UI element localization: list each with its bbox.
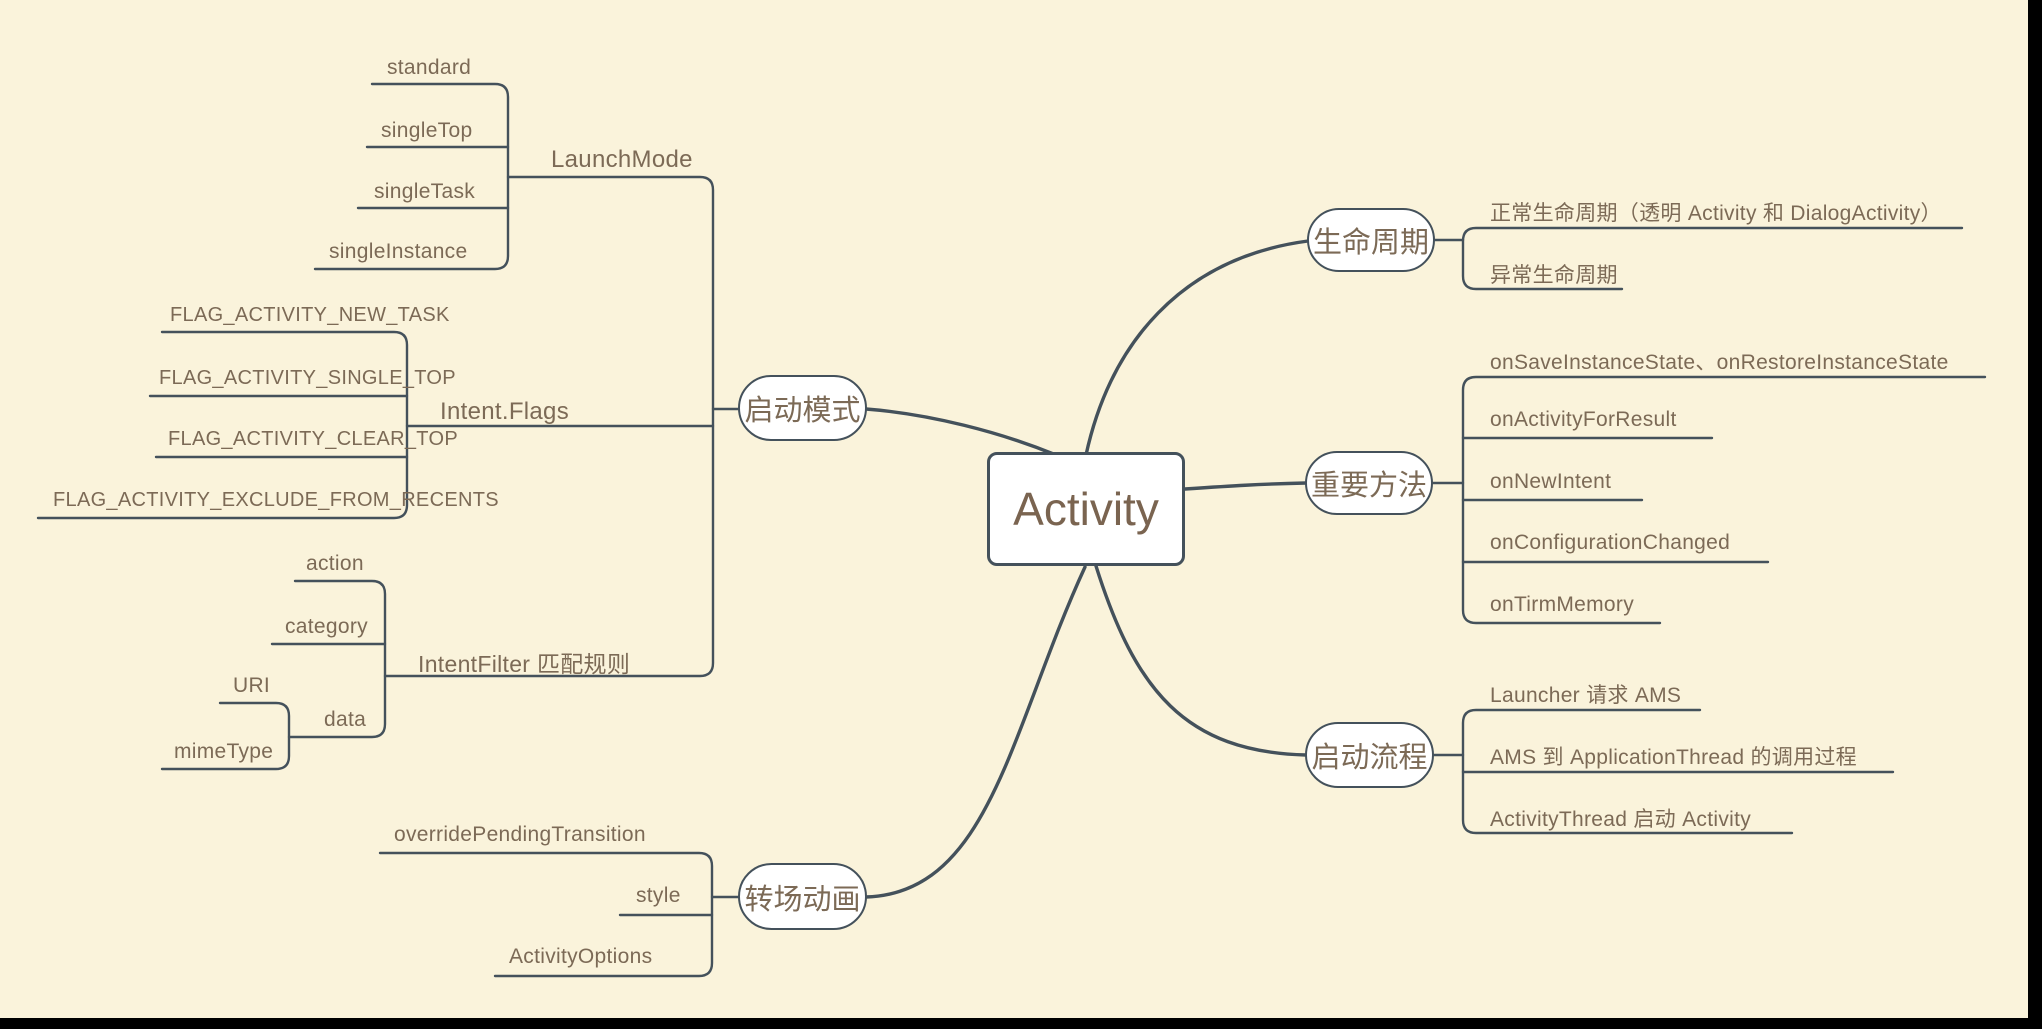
topic-uri[interactable]: URI xyxy=(233,674,271,697)
topic-flag-single-top[interactable]: FLAG_ACTIVITY_SINGLE_TOP xyxy=(159,367,456,389)
topic-onconfigurationchanged[interactable]: onConfigurationChanged xyxy=(1490,531,1731,554)
topic-singletop[interactable]: singleTop xyxy=(381,119,473,142)
topic-onnewintent[interactable]: onNewIntent xyxy=(1490,470,1612,493)
topic-flag-exclude-from-recents[interactable]: FLAG_ACTIVITY_EXCLUDE_FROM_RECENTS xyxy=(53,489,499,511)
topic-intent-flags[interactable]: Intent.Flags xyxy=(440,398,570,425)
topic-overridependingtransition[interactable]: overridePendingTransition xyxy=(394,823,646,846)
topic-singletask[interactable]: singleTask xyxy=(374,180,476,203)
branch-topic-launch-process[interactable]: 启动流程 xyxy=(1305,722,1434,788)
topic-category[interactable]: category xyxy=(285,615,368,638)
topic-ams-to-applicationthread[interactable]: AMS 到 ApplicationThread 的调用过程 xyxy=(1490,746,1857,769)
topic-style[interactable]: style xyxy=(636,884,681,907)
topic-standard[interactable]: standard xyxy=(387,56,472,79)
topic-mimetype[interactable]: mimeType xyxy=(174,740,274,763)
topic-launcher-request-ams[interactable]: Launcher 请求 AMS xyxy=(1490,684,1682,707)
topic-data[interactable]: data xyxy=(324,708,367,731)
root-topic-activity[interactable]: Activity xyxy=(987,452,1185,566)
topic-activityoptions[interactable]: ActivityOptions xyxy=(509,945,653,968)
screen-edge-bar-bottom xyxy=(0,1018,2042,1029)
topic-onsaveinstancestate[interactable]: onSaveInstanceState、onRestoreInstanceSta… xyxy=(1490,351,1949,374)
branch-topic-launch-mode[interactable]: 启动模式 xyxy=(738,375,867,441)
topic-flag-new-task[interactable]: FLAG_ACTIVITY_NEW_TASK xyxy=(170,304,450,326)
topic-onactivityforresult[interactable]: onActivityForResult xyxy=(1490,408,1677,431)
topic-normal-lifecycle[interactable]: 正常生命周期（透明 Activity 和 DialogActivity） xyxy=(1490,202,1942,225)
topic-flag-clear-top[interactable]: FLAG_ACTIVITY_CLEAR_TOP xyxy=(168,428,458,450)
topic-ontirmmemory[interactable]: onTirmMemory xyxy=(1490,593,1634,616)
topic-singleinstance[interactable]: singleInstance xyxy=(329,240,468,263)
topic-activitythread-start-activity[interactable]: ActivityThread 启动 Activity xyxy=(1490,808,1752,831)
screen-edge-bar-right xyxy=(2028,0,2042,1029)
topic-abnormal-lifecycle[interactable]: 异常生命周期 xyxy=(1490,264,1618,287)
topic-action[interactable]: action xyxy=(306,552,364,575)
branch-topic-lifecycle[interactable]: 生命周期 xyxy=(1307,208,1435,272)
topic-intentfilter-match-rules[interactable]: IntentFilter 匹配规则 xyxy=(418,651,631,677)
branch-topic-transition-animation[interactable]: 转场动画 xyxy=(738,863,867,930)
branch-topic-important-methods[interactable]: 重要方法 xyxy=(1305,451,1433,515)
topic-launchmode[interactable]: LaunchMode xyxy=(551,146,693,173)
